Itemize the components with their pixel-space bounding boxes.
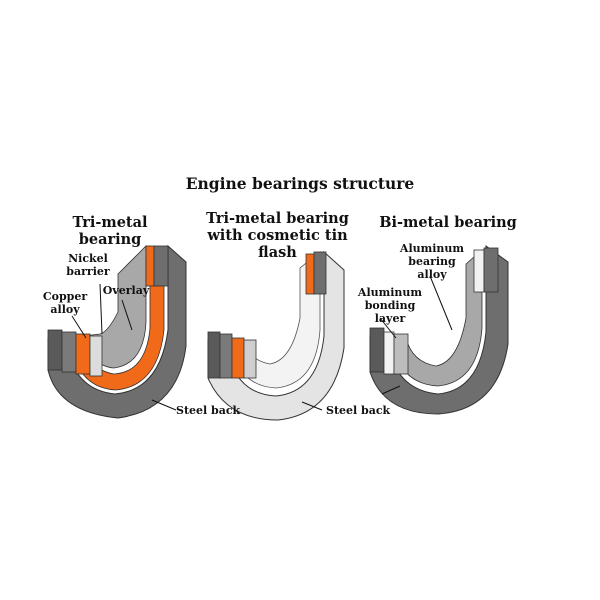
tri-metal-heading: Tri-metal bearing xyxy=(72,214,148,248)
diagram-title: Engine bearings structure xyxy=(185,174,415,193)
label-overlay: Overlay xyxy=(102,284,150,297)
bi-metal-heading: Bi-metal bearing xyxy=(379,214,517,231)
tin-flash-heading-line2: with cosmetic tin flash xyxy=(207,227,348,261)
label-copper-alloy: Copper alloy xyxy=(42,290,88,316)
tri-metal-bearing-drawing xyxy=(47,244,187,419)
tin-flash-bearing-drawing xyxy=(207,250,345,421)
label-steel-back-1: Steel back xyxy=(176,404,241,417)
tin-flash-heading-line1: Tri-metal bearing xyxy=(206,210,349,227)
bi-metal-bearing-drawing xyxy=(369,245,509,415)
label-nickel-barrier: Nickel barrier xyxy=(66,252,110,278)
label-aluminum-bonding-layer: Aluminum bonding layer xyxy=(357,286,423,325)
tin-flash-heading: Tri-metal bearing with cosmetic tin flas… xyxy=(190,210,365,261)
label-steel-back-2: Steel back xyxy=(326,404,391,417)
label-aluminum-bearing-alloy: Aluminum bearing alloy xyxy=(399,242,465,281)
